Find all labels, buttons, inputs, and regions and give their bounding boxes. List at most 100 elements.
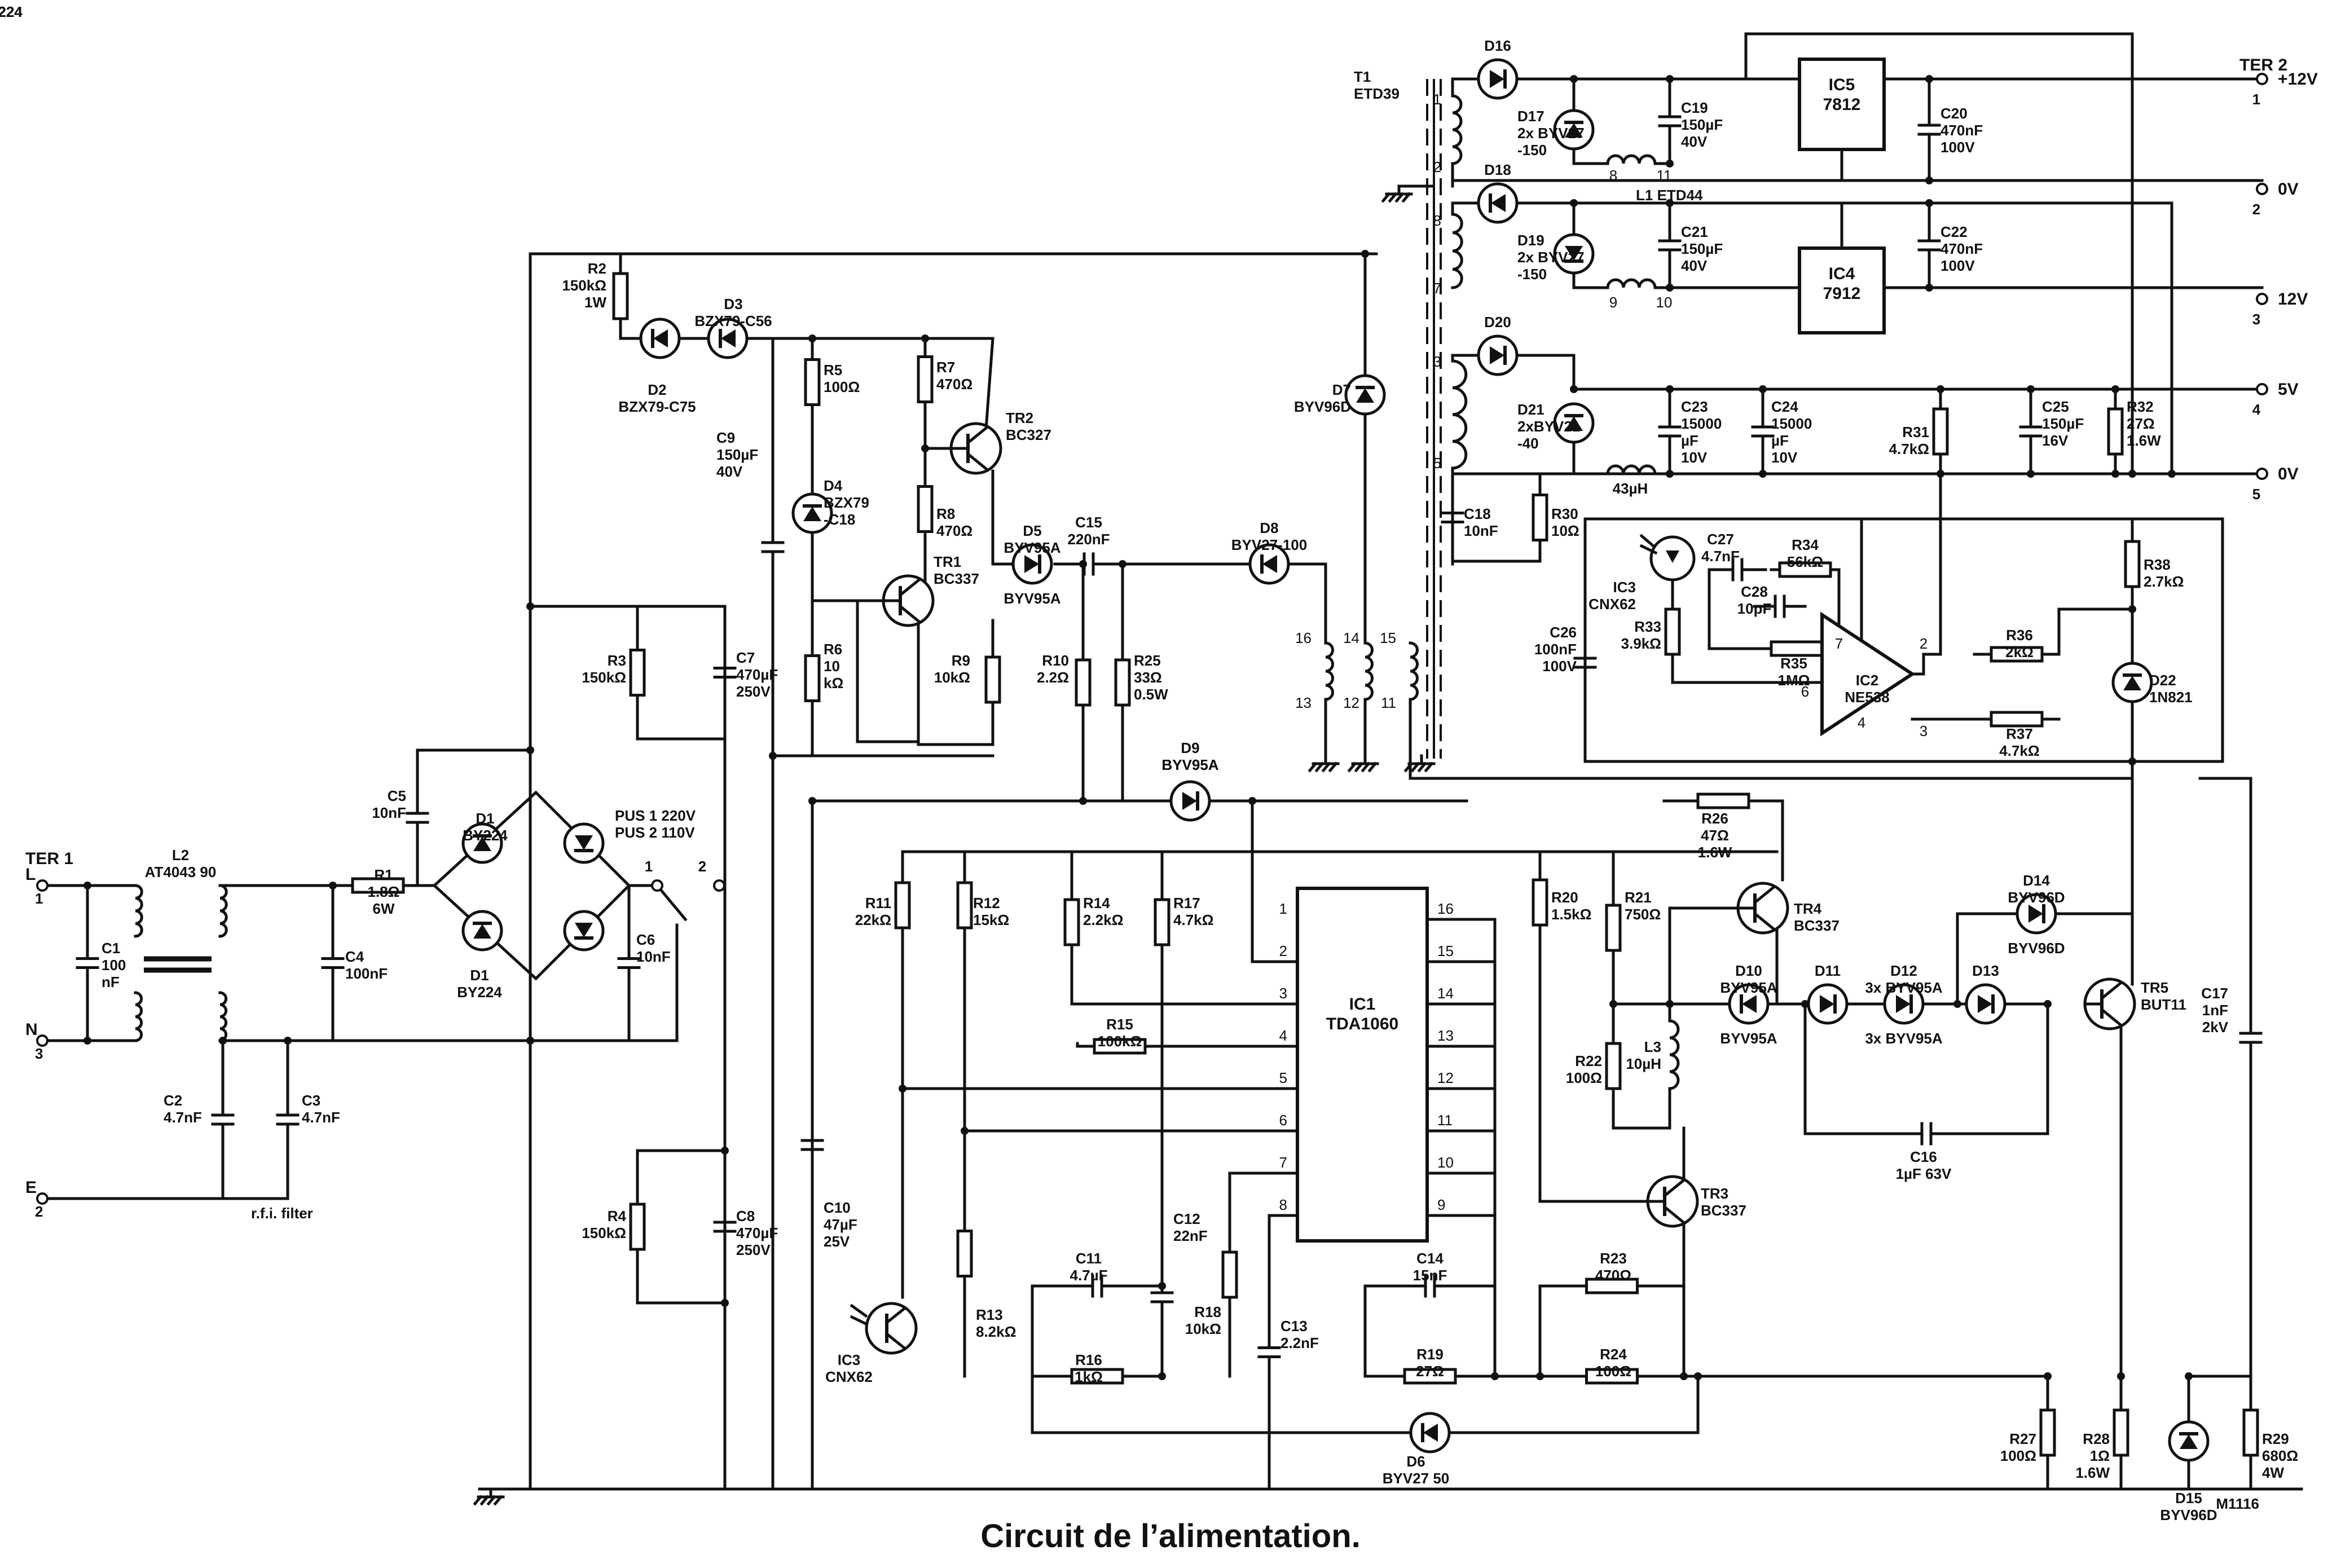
d15-diode — [2168, 1420, 2210, 1462]
junction — [1536, 1372, 1544, 1380]
c17-label: 2kV — [2202, 1019, 2229, 1036]
d19-label: -150 — [1517, 266, 1547, 283]
c28-label: 10pF — [1737, 600, 1772, 617]
d14-diode — [2016, 893, 2057, 935]
l1-coil — [1606, 278, 1657, 289]
ter2-pin-num: 2 — [2252, 201, 2260, 218]
c23-label: 15000 — [1681, 415, 1722, 432]
c23-label: µF — [1681, 432, 1698, 449]
ter2-pin-num: 1 — [2252, 91, 2260, 108]
d8-label: BYV27-100 — [1231, 536, 1307, 553]
ter1-pin-name: N — [25, 1020, 38, 1039]
r26-label: 47Ω — [1701, 827, 1729, 844]
diode-triangle — [1820, 995, 1834, 1013]
r15-label: 100kΩ — [1098, 1033, 1142, 1050]
d10-value: BYV95A — [1720, 1030, 1777, 1047]
d22-diode — [2111, 662, 2153, 703]
c4-label: 100nF — [345, 965, 388, 982]
ic3-optocoupler — [1639, 534, 1696, 582]
t1-label: ETD39 — [1354, 85, 1400, 102]
r30-label: 10Ω — [1551, 522, 1579, 539]
r35-resistor — [1770, 640, 1824, 657]
ic3a-label: CNX62 — [1588, 596, 1636, 613]
c21-label: 150µF — [1681, 240, 1723, 257]
junction — [83, 1037, 91, 1045]
ic1-pin: 11 — [1437, 1112, 1453, 1129]
r13-label: R13 — [976, 1306, 1003, 1323]
ic3b-label: CNX62 — [825, 1368, 873, 1385]
d4-diode — [791, 492, 833, 534]
r1-label: 1.8Ω — [368, 883, 400, 900]
switch-pos2: 2 — [698, 858, 706, 875]
r11-resistor — [894, 881, 911, 930]
r6-label: 10 — [824, 658, 840, 675]
junction — [1248, 797, 1256, 805]
caption: Circuit de l’alimentation. — [980, 1518, 1361, 1554]
c13-label: 2.2nF — [1280, 1334, 1319, 1351]
ic5-value: 7812 — [1823, 95, 1861, 114]
ic2-opamp — [1820, 611, 1916, 737]
transistor-collector — [1753, 886, 1775, 905]
diode-symbol — [1564, 414, 1583, 431]
junction — [2027, 470, 2035, 478]
diode-symbol — [2123, 673, 2142, 690]
r32-label: 1.6W — [2127, 432, 2161, 449]
junction — [1925, 75, 1933, 83]
c2-label: C2 — [164, 1092, 182, 1109]
t1-winding — [1363, 641, 1374, 701]
r2-resistor — [612, 272, 629, 320]
terminal-post — [713, 879, 725, 892]
c9-label: C9 — [716, 429, 735, 446]
r22-resistor — [1605, 1042, 1622, 1090]
l3-coil — [1668, 1019, 1680, 1090]
l1-coil — [1606, 154, 1657, 165]
c12-label: C12 — [1173, 1210, 1200, 1227]
r5-label: R5 — [824, 362, 842, 378]
r17-label: R17 — [1173, 895, 1200, 911]
r38-resistor — [2124, 540, 2141, 588]
d17-label: 2x BYV27 — [1517, 125, 1585, 142]
r36-resistor — [1990, 646, 2044, 663]
junction — [721, 1299, 729, 1307]
transistor-emitter — [2100, 1007, 2122, 1027]
diode-triangle — [721, 329, 736, 347]
r27-resistor — [2039, 1408, 2056, 1457]
r30-label: R30 — [1551, 505, 1578, 522]
c24-label: 15000 — [1771, 415, 1812, 432]
transformer-pin: 3 — [1433, 353, 1441, 370]
junction — [1079, 797, 1087, 805]
switch-label: PUS 1 220V — [615, 807, 696, 824]
r33-resistor — [1664, 607, 1681, 656]
switch-pos1: 1 — [645, 858, 653, 875]
c24-label: 10V — [1771, 449, 1798, 466]
c18-label: C18 — [1464, 505, 1491, 522]
ter2-pin-name: 0V — [2278, 180, 2299, 199]
d3-label: BZX79-C56 — [694, 312, 772, 329]
r37-label: 4.7kΩ — [1999, 742, 2039, 759]
transistor-collector — [2100, 981, 2122, 1001]
d10-diode — [1728, 983, 1770, 1025]
r31-label: 4.7kΩ — [1889, 441, 1929, 457]
r34-resistor — [1778, 561, 1832, 578]
l1-label: L1 ETD44 — [1636, 187, 1703, 204]
junction — [2111, 385, 2119, 393]
ic4-label: IC4 — [1829, 265, 1855, 283]
l1-pin: 9 — [1609, 294, 1617, 311]
transistor-collector — [1662, 1179, 1685, 1198]
junction — [329, 882, 337, 889]
r16-label: 1kΩ — [1075, 1368, 1103, 1385]
terminal-post — [651, 879, 663, 892]
d19-label: 2x BYV27 — [1517, 249, 1585, 266]
r38-label: 2.7kΩ — [2144, 573, 2184, 590]
r7-label: 470Ω — [936, 376, 973, 393]
d4-label: BZX79 — [824, 494, 869, 511]
diode-symbol — [1896, 994, 1913, 1014]
ground-hatch — [1314, 761, 1324, 773]
opto-ray — [1639, 544, 1658, 555]
l1-pin: 8 — [1609, 167, 1617, 184]
c27-label: C27 — [1707, 531, 1734, 548]
ic1-label: IC1 — [1349, 995, 1376, 1014]
tr4-transistor — [1736, 882, 1789, 935]
ter2-label: TER 2 — [2239, 56, 2287, 74]
